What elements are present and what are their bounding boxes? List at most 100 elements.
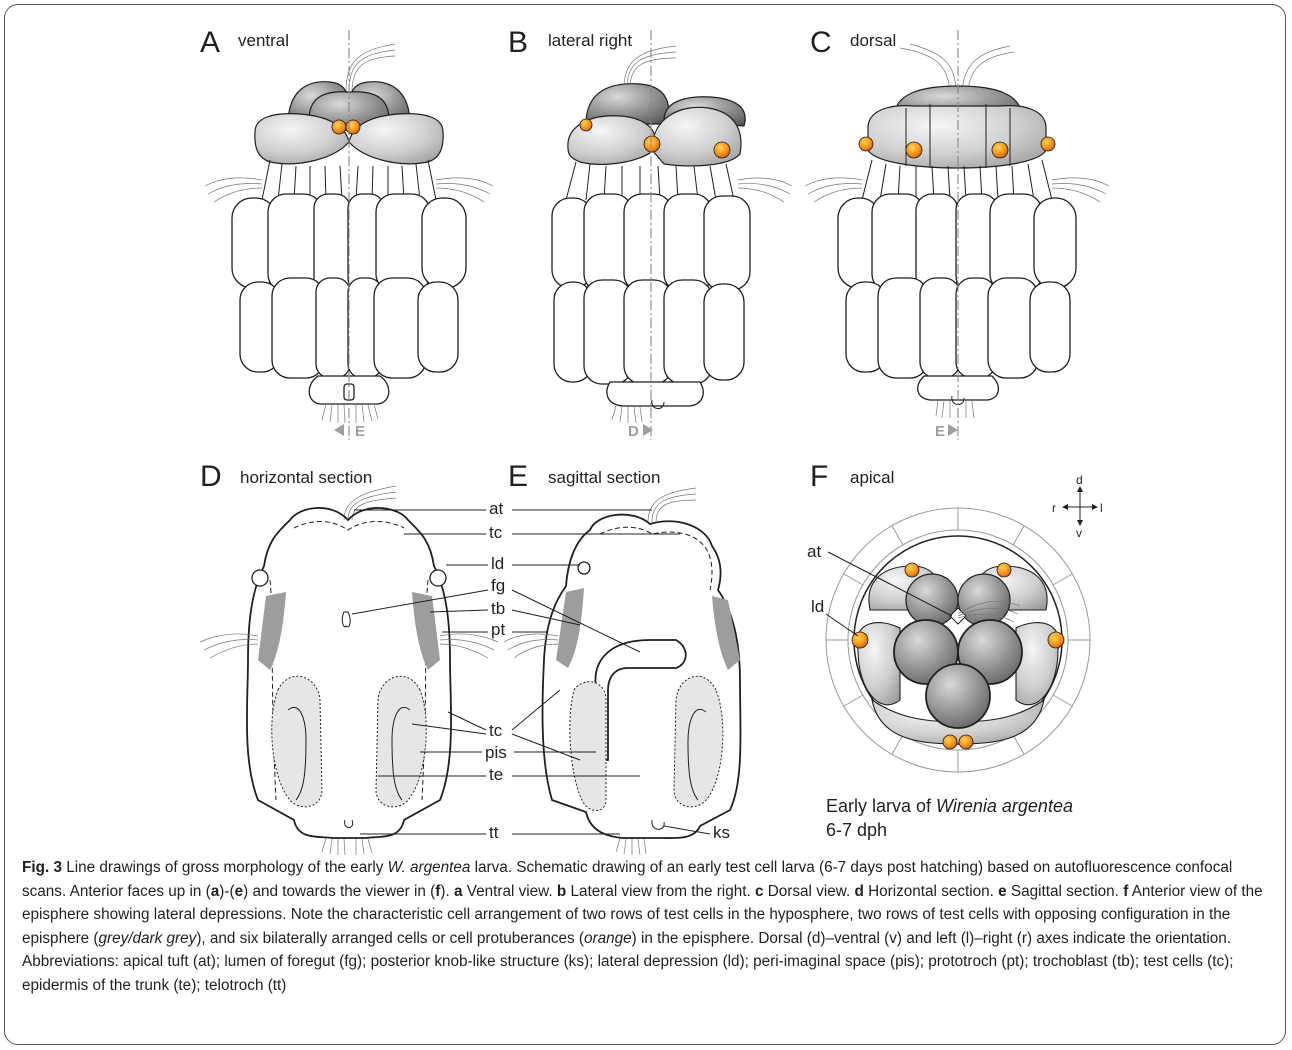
label-ks: ks	[713, 823, 730, 842]
lateral-depression	[430, 570, 446, 586]
label-at-apical: at	[807, 542, 821, 561]
posterior-knob	[652, 820, 664, 829]
apical-tuft	[648, 488, 696, 522]
panel-d-title: horizontal section	[240, 468, 372, 487]
peri-imaginal-space	[376, 676, 426, 807]
caption-ref: b	[557, 883, 566, 900]
figure-caption: Fig. 3 Line drawings of gross morphology…	[22, 856, 1272, 997]
orange-cell	[714, 142, 730, 158]
orange-cell	[332, 120, 346, 134]
section-marker-d: D	[628, 423, 639, 440]
caption-text: ), and six bilaterally arranged cells or…	[196, 930, 584, 947]
peri-imaginal-space	[674, 676, 723, 807]
telotroch	[616, 838, 646, 855]
test-cell-outline	[600, 527, 712, 590]
section-marker-arrow	[948, 424, 958, 436]
caption-ref: e	[235, 883, 244, 900]
panel-e: E sagittal section	[504, 460, 741, 855]
body-outline	[247, 508, 451, 838]
label-ld: ld	[491, 554, 504, 573]
lateral-depression	[252, 570, 268, 586]
orange-cell	[1048, 632, 1064, 648]
panel-a: A ventral	[200, 26, 493, 440]
caption-text: )-(	[219, 883, 234, 900]
caption-text: ) and towards the viewer in (	[243, 883, 435, 900]
posterior-cap	[607, 382, 703, 406]
caption-text: Line drawings of gross morphology of the…	[62, 859, 388, 876]
caption-fig-label: Fig. 3	[22, 859, 62, 876]
species-label-line2: 6-7 dph	[826, 820, 887, 840]
species-label-line1: Early larva of Wirenia argentea	[826, 796, 1073, 816]
caption-term: orange	[584, 930, 632, 947]
test-cell-outline	[294, 522, 404, 531]
axis-d: d	[1076, 473, 1083, 487]
apical-tuft	[344, 486, 396, 520]
telotroch	[612, 406, 642, 423]
label-pt: pt	[491, 620, 505, 639]
panel-f-letter: F	[810, 460, 828, 493]
orange-cell	[905, 563, 919, 577]
label-pis: pis	[485, 743, 507, 762]
lateral-depression	[578, 562, 590, 574]
axis-r: r	[1052, 501, 1056, 515]
apical-tuft	[624, 46, 676, 88]
peri-imaginal-space	[272, 676, 322, 807]
caption-term: grey/dark grey	[99, 930, 197, 947]
label-tc: tc	[489, 523, 503, 542]
orange-cell	[644, 136, 660, 152]
panel-a-title: ventral	[238, 31, 289, 50]
orange-cell	[346, 120, 360, 134]
caption-ref: c	[755, 883, 764, 900]
orange-cell	[992, 142, 1008, 158]
panel-d: D horizontal section	[200, 460, 498, 855]
orange-cell	[959, 735, 973, 749]
orange-cell	[859, 137, 873, 151]
caption-text: Horizontal section.	[864, 883, 998, 900]
foregut	[595, 640, 685, 760]
panel-f-title: apical	[850, 468, 894, 487]
orange-cell	[997, 563, 1011, 577]
label-tc-2: tc	[489, 721, 503, 740]
section-marker-arrow	[334, 424, 344, 436]
section-marker-e: E	[355, 423, 365, 440]
test-cell-rows	[838, 194, 1076, 378]
prototroch-cilia	[504, 634, 558, 658]
panel-f: F apical d v r l	[807, 460, 1103, 840]
foregut-lumen	[342, 612, 350, 627]
caption-text: Sagittal section.	[1007, 883, 1124, 900]
trochoblast	[556, 588, 584, 668]
panel-b-letter: B	[508, 26, 528, 59]
section-marker-e: E	[935, 423, 945, 440]
orientation-axes: d v r l	[1052, 473, 1103, 540]
label-ld-apical: ld	[811, 597, 824, 616]
panel-c-letter: C	[810, 26, 832, 59]
trochoblast	[412, 592, 440, 670]
orange-cell	[852, 632, 868, 648]
panel-e-title: sagittal section	[548, 468, 660, 487]
panel-a-letter: A	[200, 26, 220, 59]
caption-text: Dorsal view.	[764, 883, 855, 900]
figure-artwork: A ventral	[0, 0, 1292, 860]
caption-species: W. argentea	[388, 859, 471, 876]
panel-b: B lateral right D	[508, 26, 792, 440]
panel-d-letter: D	[200, 460, 222, 493]
panel-b-title: lateral right	[548, 31, 632, 50]
label-at: at	[489, 499, 503, 518]
axis-l: l	[1100, 501, 1103, 515]
axis-v: v	[1076, 526, 1082, 540]
prototroch-cilia	[738, 178, 792, 202]
grey-cell	[868, 106, 1046, 168]
caption-text: Lateral view from the right.	[566, 883, 755, 900]
caption-ref: e	[998, 883, 1007, 900]
apical-tuft	[900, 44, 1014, 92]
orange-cell	[1041, 137, 1055, 151]
telotroch	[936, 400, 974, 418]
label-tt: tt	[489, 823, 499, 842]
label-te: te	[489, 765, 503, 784]
caption-ref: d	[854, 883, 863, 900]
telotroch	[322, 404, 378, 423]
orange-cell	[943, 735, 957, 749]
orange-cell	[906, 142, 922, 158]
peri-imaginal-space	[570, 682, 606, 811]
panel-c-title: dorsal	[850, 31, 896, 50]
